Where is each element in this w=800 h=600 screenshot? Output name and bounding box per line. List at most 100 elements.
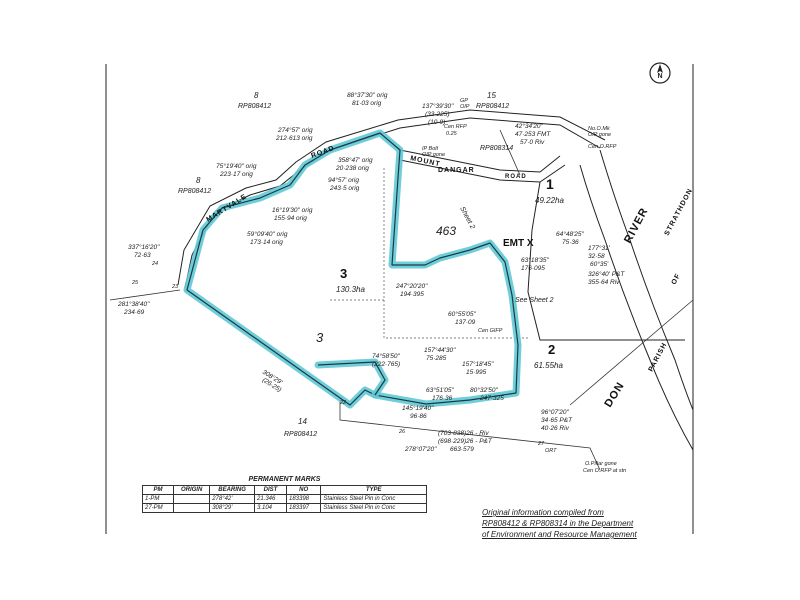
easement-label: EMT X <box>503 238 534 249</box>
bearing-text: 137·09 <box>455 319 476 326</box>
pm-header: DIST <box>253 485 288 495</box>
mark-text: IP Bolt <box>422 146 438 152</box>
bearing-annotations: 88°37'30" orig 81·03 orig 274°57' orig 2… <box>117 91 625 453</box>
parish-boundary <box>569 299 694 406</box>
bearing-text: 247°20'20" <box>395 282 428 290</box>
bearing-text: 176·36 <box>432 395 453 402</box>
bearing-text: 96·86 <box>410 413 427 420</box>
bearing-text: 212·613 orig <box>275 135 313 142</box>
dangar-road-line-1 <box>399 159 566 183</box>
mark-text: ORT <box>545 448 557 454</box>
adjoining-lot8-left: 8 <box>196 176 201 185</box>
bearing-text: 80°32'50" <box>470 386 499 394</box>
bearing-text: 64°48'25" <box>556 230 585 238</box>
bearing-text: 63°18'35" <box>521 256 550 264</box>
martvale-road-line-2 <box>177 109 606 286</box>
lot24-boundary <box>109 289 181 301</box>
bearing-text: 223·17 orig <box>219 171 253 178</box>
lot14-boundary <box>339 398 601 471</box>
table-row: 1-PM 278°42' 21.346 183398 Stainless Ste… <box>141 494 427 504</box>
lot3-boundary <box>186 132 519 406</box>
bearing-text: 75°19'40" orig <box>216 162 257 170</box>
pm-header: ORIGIN <box>173 485 211 495</box>
bearing-text: 177°31' <box>588 244 611 252</box>
bearing-text: 74°58'50" <box>372 352 401 360</box>
lot3-number: 3 <box>340 266 347 281</box>
pm-cell: 27-PM <box>141 503 175 513</box>
adjoining-rp-left: RP808412 <box>178 188 211 195</box>
mark-text: OIP gone <box>588 132 611 138</box>
mark-annotations: GP OIP Cen RFP 0.25 No.O.Mk OIP gone Cen… <box>131 98 626 474</box>
bearing-text: 32·58 <box>588 253 605 260</box>
lot2-boundary <box>527 181 685 341</box>
adjoining-rp-15: RP808412 <box>476 103 509 110</box>
pm-header: NO <box>285 485 322 495</box>
mark-text: 26 <box>398 429 406 435</box>
pm-cell <box>173 503 211 513</box>
bearing-text: 16°19'30" orig <box>272 206 313 214</box>
bearing-text: 157°18'45" <box>462 360 494 368</box>
pm-cell <box>173 494 211 504</box>
lot1-boundary-a <box>499 129 521 176</box>
table-row: 27-PM 308°29' 3.104 183397 Stainless Ste… <box>141 503 427 513</box>
mark-text: 25 <box>131 280 139 286</box>
bearing-text: 60°55'05" <box>448 310 477 318</box>
mark-text: OIP <box>460 104 470 110</box>
bearing-text: 358°47' orig <box>338 156 373 164</box>
pm-cell: 278°42' <box>209 494 255 504</box>
adjoining-rp-right: RP808314 <box>480 145 513 152</box>
mark-text: 22 <box>339 400 346 406</box>
bearing-text: 663·579 <box>450 446 474 453</box>
permanent-marks-table: PERMANENT MARKS PM ORIGIN BEARING DIST N… <box>141 476 427 513</box>
mark-text: 23 <box>171 284 179 290</box>
bearing-text: 243·5 orig <box>329 185 360 192</box>
pm-cell: 1-PM <box>141 494 175 504</box>
river-bank-east <box>599 149 694 411</box>
pm-header: PM <box>141 485 175 495</box>
mark-text: OIP gone <box>422 152 445 158</box>
bearing-text: 59°09'40" orig <box>247 230 288 238</box>
pm-cell: Stainless Steel Pin in Conc <box>320 494 427 504</box>
bearing-text: 326°40' P&T <box>588 270 625 278</box>
pm-header: TYPE <box>320 485 427 495</box>
mark-text: O.Pillar gone <box>585 461 617 467</box>
pm-cell: Stainless Steel Pin in Conc <box>320 503 427 513</box>
bearing-text: 47·253 FMT <box>515 131 551 138</box>
pm-cell: 21.346 <box>253 494 288 504</box>
bearing-text: (698·229)26 - P&T <box>438 438 493 445</box>
pm-header: BEARING <box>209 485 255 495</box>
north-arrow-icon: N <box>649 62 671 84</box>
bearing-text: 155·94 orig <box>274 215 307 222</box>
bearing-text: 194·395 <box>400 291 424 298</box>
mark-text: Cen O.RFP at stn <box>583 468 626 474</box>
bearing-text: 75·36 <box>562 239 579 246</box>
bearing-text: 88°37'30" orig <box>347 91 388 99</box>
bearing-text: 96°07'20" <box>541 408 570 416</box>
mark-text: Cen RFP <box>444 124 467 130</box>
bearing-text: 40·26 Riv <box>541 425 570 432</box>
mark-text: Cen GIFP <box>478 328 503 334</box>
lot2-number: 2 <box>548 342 555 357</box>
dangar-road-label: DANGAR <box>438 167 475 174</box>
lot1-area: 49.22ha <box>535 196 564 205</box>
strathdon-label: STRATHDON <box>664 187 695 237</box>
mark-text: Cen O.RFP <box>588 144 617 150</box>
pm-cell: 3.104 <box>253 503 288 513</box>
mark-text: 24 <box>151 261 158 267</box>
adjoining-lot14: 14 <box>298 417 307 426</box>
don-label: DON <box>602 380 627 410</box>
bearing-text: 281°38'40" <box>117 300 150 308</box>
lot463-number: 463 <box>436 224 456 238</box>
note-line-2: RP808412 & RP808314 in the Department <box>482 519 634 528</box>
bearing-text: 176·095 <box>521 265 545 272</box>
bearing-text: (10·9) <box>428 119 445 126</box>
bearing-text: 247·325 <box>479 395 504 402</box>
pm-cell: 183397 <box>285 503 322 513</box>
parish-label: PARISH <box>648 341 669 372</box>
easement-see-sheet: See Sheet 2 <box>515 297 554 304</box>
easement-sheet-ref: Sheet 2 <box>458 206 476 231</box>
adjoining-lot15: 15 <box>487 91 496 100</box>
lot3-inner-dotted <box>383 168 528 339</box>
mark-text: No.O.Mk <box>588 126 610 132</box>
